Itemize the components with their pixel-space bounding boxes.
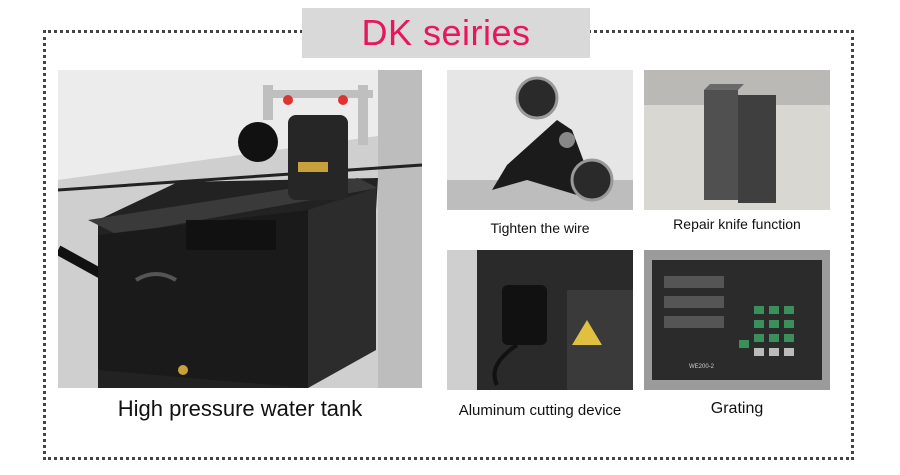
water-tank-photo [58, 70, 422, 388]
display-model-label: WE200-2 [689, 364, 715, 370]
caption-repair-knife: Repair knife function [673, 216, 801, 232]
caption-grating: Grating [710, 400, 764, 417]
aluminum-cutting-photo [447, 250, 633, 390]
grating-photo: WE200-2 [644, 250, 830, 390]
caption-aluminum-cutting: Aluminum cutting device [458, 402, 622, 419]
tighten-wire-photo [447, 70, 633, 210]
repair-knife-photo [644, 70, 830, 210]
caption-water-tank: High pressure water tank [117, 396, 363, 421]
page-title: DK seiries [302, 8, 590, 58]
caption-tighten-wire: Tighten the wire [490, 220, 590, 236]
